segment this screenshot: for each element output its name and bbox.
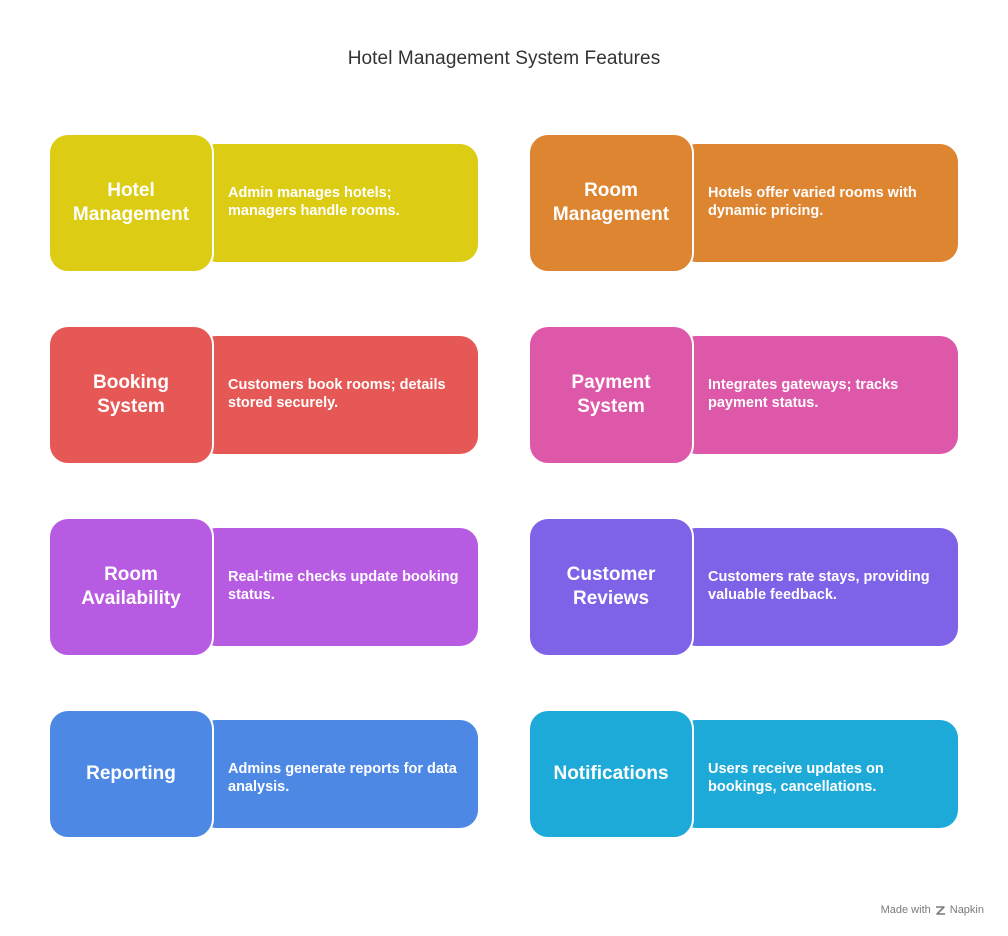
feature-card-room-management: Hotels offer varied rooms with dynamic p… [528,133,958,273]
feature-label-box: Reporting [48,709,214,839]
feature-description-box: Real-time checks update booking status. [198,528,478,646]
feature-description-box: Integrates gateways; tracks payment stat… [678,336,958,454]
feature-label-box: Room Management [528,133,694,273]
feature-description-box: Admins generate reports for data analysi… [198,720,478,828]
diagram-title: Hotel Management System Features [347,48,661,69]
feature-card-booking-system: Customers book rooms; details stored sec… [48,325,478,465]
feature-card-hotel-management: Admin manages hotels; managers handle ro… [48,133,478,273]
made-with-napkin-watermark: Made with Napkin [881,904,984,916]
made-with-text: Made with [880,904,931,916]
napkin-brand-text: Napkin [949,904,984,916]
feature-label-box: Hotel Management [48,133,214,273]
feature-label-box: Notifications [528,709,694,839]
feature-label-box: Payment System [528,325,694,465]
feature-label-box: Customer Reviews [528,517,694,657]
feature-card-notifications: Users receive updates on bookings, cance… [528,709,958,839]
feature-description-box: Customers rate stays, providing valuable… [678,528,958,646]
feature-card-reporting: Admins generate reports for data analysi… [48,709,478,839]
feature-description-box: Hotels offer varied rooms with dynamic p… [678,144,958,262]
feature-description-box: Customers book rooms; details stored sec… [198,336,478,454]
feature-description-box: Admin manages hotels; managers handle ro… [198,144,478,262]
feature-label-box: Booking System [48,325,214,465]
napkin-logo-icon [935,905,946,916]
feature-label-box: Room Availability [48,517,214,657]
feature-card-customer-reviews: Customers rate stays, providing valuable… [528,517,958,657]
feature-card-payment-system: Integrates gateways; tracks payment stat… [528,325,958,465]
feature-card-room-availability: Real-time checks update booking status. … [48,517,478,657]
feature-description-box: Users receive updates on bookings, cance… [678,720,958,828]
